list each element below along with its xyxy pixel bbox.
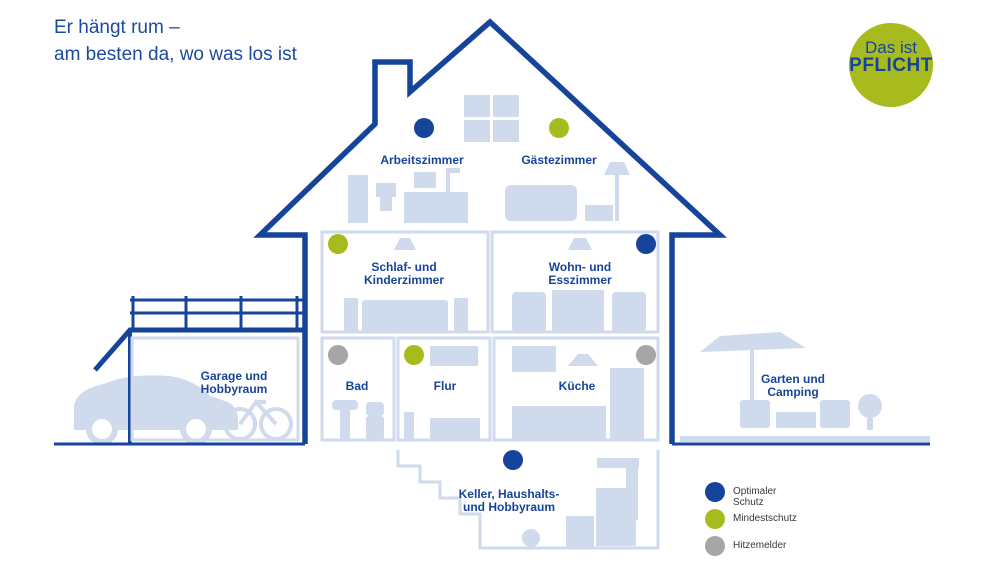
room-label-keller: Keller, Haushalts-und Hobbyraum [459,487,560,514]
garage-railing [130,296,305,330]
room-label-arbeitszimmer: Arbeitszimmer [380,153,464,167]
bedroom-furniture-icon [344,238,468,332]
detector-gaestezimmer [549,118,569,138]
detector-keller [503,450,523,470]
badge-line-1: Das ist [865,38,917,57]
detectors [328,118,656,470]
legend-dot-heat [705,536,725,556]
legend-dot-optimal [705,482,725,502]
badge-line-2: PFLICHT [849,55,933,76]
garage-roof-outline [93,327,305,372]
attic-window-icon [464,95,519,142]
room-label-flur: Flur [434,379,457,393]
legend-label-heat: Hitzemelder [733,540,787,551]
interior-walls [130,230,660,550]
detector-wohnzimmer [636,234,656,254]
detector-schlafzimmer [328,234,348,254]
grass-strip [680,436,930,442]
guestroom-furniture-icon [505,162,630,221]
garden-furniture-icon [700,332,882,430]
detector-flur [404,345,424,365]
detector-bad [328,345,348,365]
hallway-furniture-icon [404,346,480,440]
bathroom-furniture-icon [332,400,384,440]
kitchen-furniture-icon [512,346,644,440]
headline-line-1: Er hängt rum – [54,17,180,38]
detector-arbeitszimmer [414,118,434,138]
office-furniture-icon [348,168,468,223]
pflicht-badge: Das ist PFLICHT [849,23,933,107]
room-label-gaestezimmer: Gästezimmer [521,153,597,167]
house-outline [54,18,930,446]
headline-line-2: am besten da, wo was los ist [54,44,297,65]
room-label-bad: Bad [346,379,369,393]
legend-dot-minimum [705,509,725,529]
roof-outline [253,18,728,444]
legend-label-minimum: Mindestschutz [733,513,797,524]
legend-label-optimal: Optimaler Schutz [733,486,777,508]
furniture-layer [74,95,930,548]
cellar-furniture-icon [522,458,639,548]
livingroom-furniture-icon [512,238,646,332]
room-label-kueche: Küche [559,379,596,393]
headline: Er hängt rum – am besten da, wo was los … [54,14,297,68]
detector-kueche [636,345,656,365]
